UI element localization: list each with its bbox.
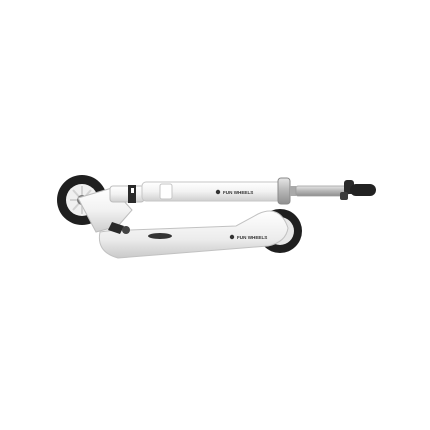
handlebar-grips — [340, 180, 376, 200]
deck-logo: FUN WHEELS — [229, 234, 267, 240]
steering-stem: FUN WHEELS — [141, 181, 285, 202]
stem-logo: FUN WHEELS — [215, 189, 253, 195]
stem-brand-text: FUN WHEELS — [223, 190, 253, 195]
height-clamp — [277, 177, 296, 205]
folding-joint — [77, 185, 145, 234]
deck-brand-text: FUN WHEELS — [237, 235, 267, 240]
scooter-deck: FUN WHEELS — [98, 210, 289, 259]
